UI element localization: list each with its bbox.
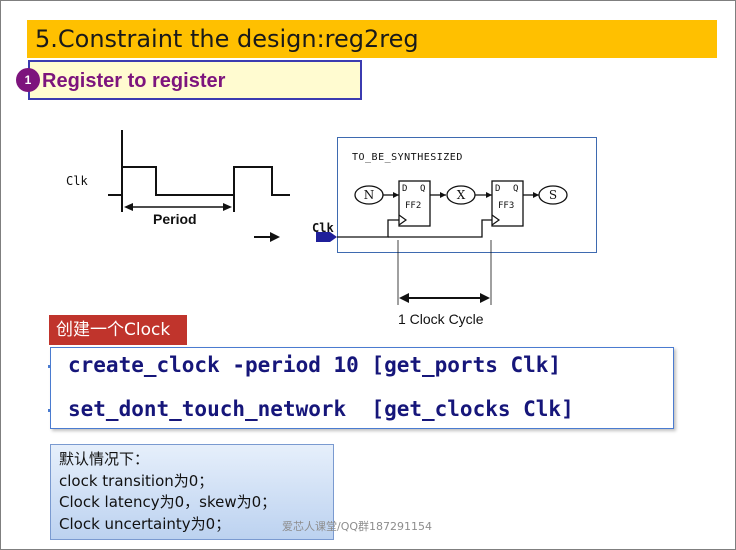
- section-heading: Register to register: [28, 60, 362, 100]
- create-clock-tag: 创建一个Clock: [49, 315, 187, 345]
- note-line: clock transition为0；: [59, 471, 214, 490]
- ff3-d-pin: D: [495, 184, 501, 194]
- clk-pin-label: Clk: [312, 221, 334, 235]
- ff2-q-pin: Q: [420, 184, 426, 194]
- code-line-dont-touch: set_dont_touch_network [get_clocks Clk]: [68, 397, 574, 421]
- section-number-badge: 1: [16, 68, 40, 92]
- ff2-box: [398, 180, 431, 227]
- note-line: Clock latency为0，skew为0；: [59, 493, 277, 511]
- node-n-label: N: [363, 188, 375, 202]
- ff3-name: FF3: [498, 201, 515, 211]
- node-x-label: X: [456, 188, 466, 202]
- ff2-d-pin: D: [402, 184, 408, 194]
- clk-waveform-label: Clk: [66, 174, 88, 188]
- note-line: 默认情况下：: [59, 450, 150, 468]
- circuit-block-name: TO_BE_SYNTHESIZED: [352, 152, 463, 163]
- clock-cycle-label: 1 Clock Cycle: [398, 311, 484, 327]
- note-line: Clock uncertainty为0；: [59, 514, 231, 533]
- node-s-label: S: [548, 188, 558, 202]
- watermark: 爱芯人课堂/QQ群187291154: [282, 520, 433, 533]
- defaults-note: 默认情况下： clock transition为0； Clock latency…: [50, 444, 334, 540]
- bullet-dot: [48, 409, 51, 412]
- clk-input-marker: [316, 232, 337, 242]
- section-title: Register to register: [42, 70, 226, 92]
- period-label: Period: [153, 211, 197, 227]
- code-line-create-clock: create_clock -period 10 [get_ports Clk]: [68, 353, 562, 377]
- node-s: [538, 185, 568, 205]
- slide-title: 5.Constraint the design:reg2reg: [27, 20, 717, 58]
- clock-net: [337, 219, 399, 238]
- ff2-name: FF2: [405, 201, 422, 211]
- ff3-q-pin: Q: [513, 184, 519, 194]
- bullet-dot: [48, 365, 51, 368]
- code-block: [50, 347, 674, 429]
